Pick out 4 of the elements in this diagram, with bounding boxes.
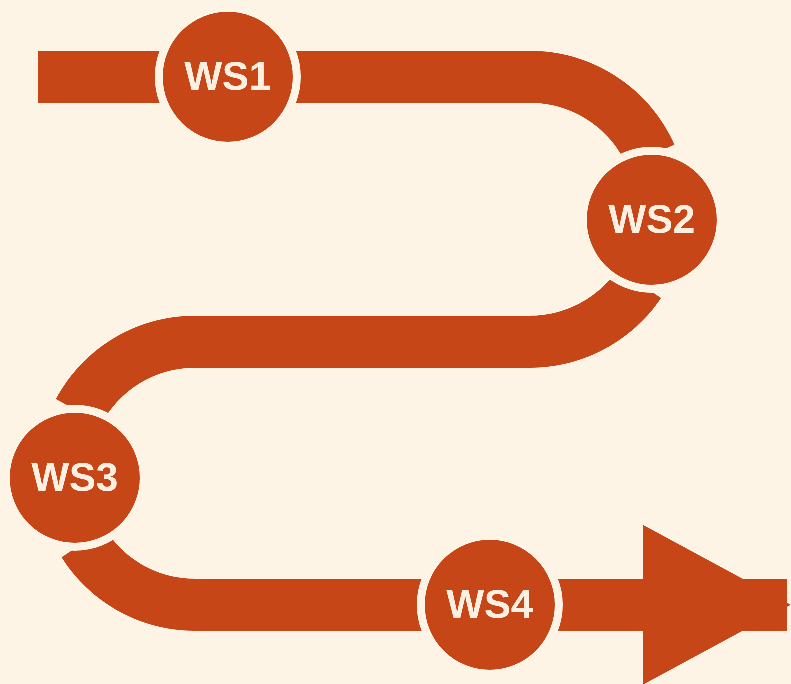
station-label: WS1 — [184, 57, 272, 97]
station-label: WS3 — [32, 458, 118, 498]
station-label: WS2 — [608, 200, 696, 240]
station-label: WS4 — [446, 585, 534, 625]
